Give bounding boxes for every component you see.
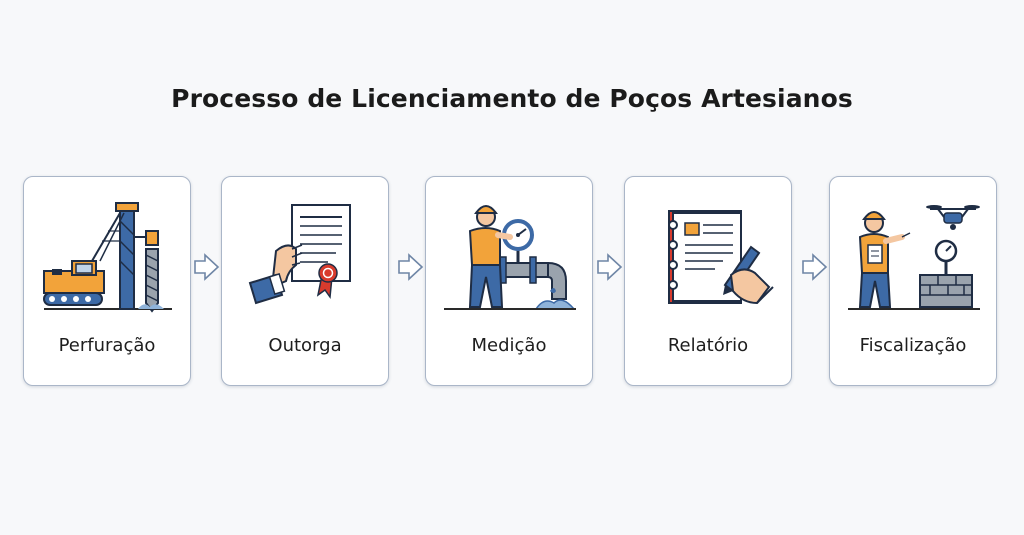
- diagram-title: Processo de Licenciamento de Poços Artes…: [171, 84, 853, 113]
- arrow-right-icon: [397, 252, 425, 282]
- arrow-right-icon: [801, 252, 829, 282]
- certificate-document-icon: [236, 191, 376, 321]
- worker-meter-icon: [440, 191, 580, 321]
- step-label: Relatório: [667, 335, 749, 356]
- report-notepad-icon: [639, 191, 779, 321]
- drilling-rig-icon: [38, 191, 178, 321]
- step-label: Medição: [471, 335, 547, 356]
- step-label: Perfuração: [58, 335, 156, 356]
- step-fiscalizacao: Fiscalização: [829, 176, 997, 386]
- step-outorga: Outorga: [221, 176, 389, 386]
- step-relatorio: Relatório: [624, 176, 792, 386]
- step-label: Outorga: [268, 335, 342, 356]
- inspector-drone-icon: [844, 191, 984, 321]
- arrow-right-icon: [193, 252, 221, 282]
- step-perfuracao: Perfuração: [23, 176, 191, 386]
- step-medicao: Medição: [425, 176, 593, 386]
- step-label: Fiscalização: [859, 335, 967, 356]
- arrow-right-icon: [596, 252, 624, 282]
